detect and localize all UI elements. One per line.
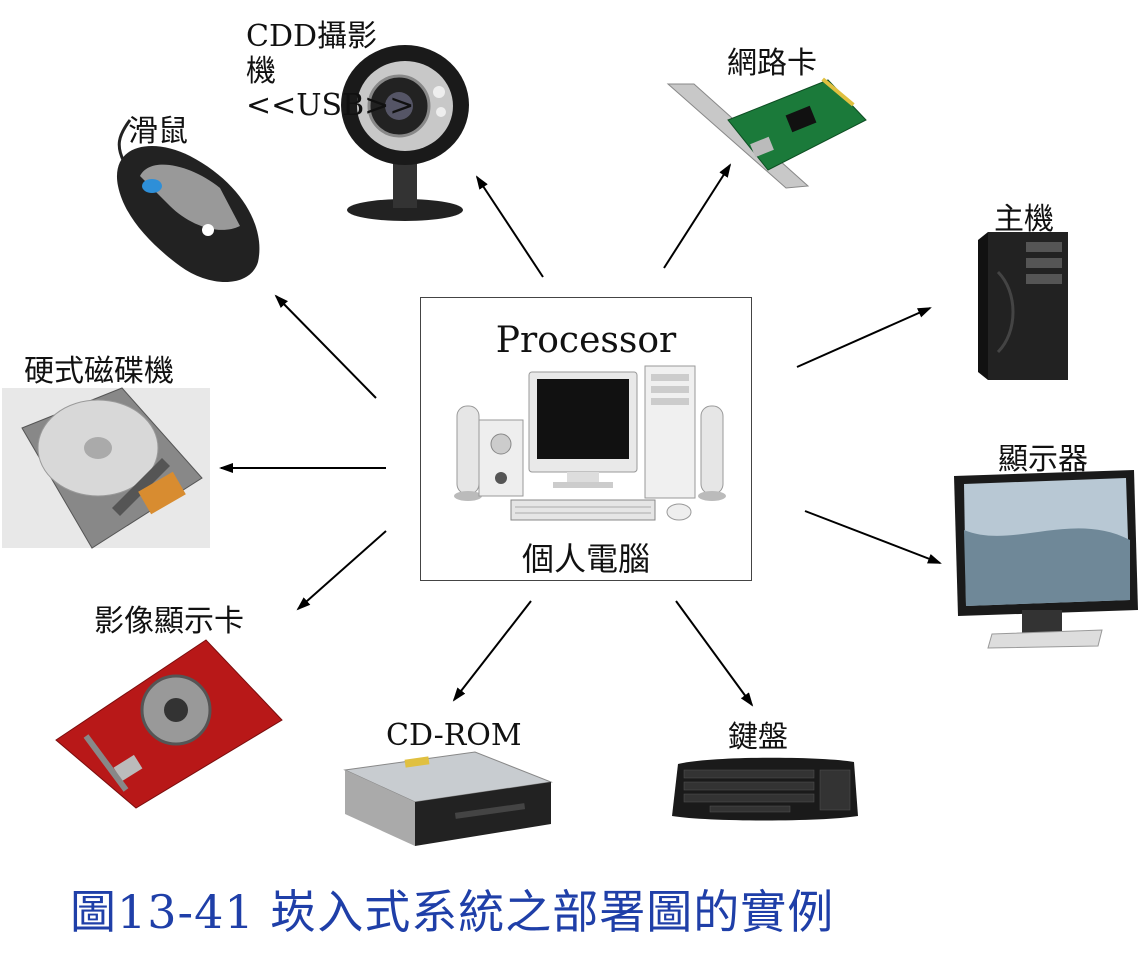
- hard-disk-label: 硬式磁碟機: [24, 354, 174, 389]
- video-card-icon: [55, 639, 283, 809]
- camera-label: CDD攝影 機 <<USB>>: [246, 19, 415, 123]
- processor-label: Processor: [495, 320, 677, 361]
- arrow-to-network-card: [663, 163, 732, 269]
- host-label: 主機: [994, 202, 1054, 237]
- hard-disk-icon: [2, 387, 210, 549]
- personal-computer-label: 個人電腦: [521, 540, 650, 578]
- cdrom-label: CD-ROM: [386, 718, 522, 753]
- network-card-icon: [666, 77, 867, 189]
- keyboard-label: 鍵盤: [728, 720, 788, 755]
- camera-icon: [341, 45, 469, 221]
- cdrom-drive-icon: [343, 751, 553, 846]
- network-card-label: 網路卡: [727, 46, 817, 81]
- arrow-to-monitor: [804, 510, 942, 564]
- arrow-to-camera: [475, 175, 544, 278]
- arrow-to-video-card: [296, 530, 387, 611]
- arrow-to-cdrom: [452, 600, 532, 702]
- arrow-to-keyboard: [675, 600, 754, 707]
- desktop-pc-icon: [454, 365, 726, 521]
- keyboard-icon: [672, 757, 858, 821]
- tower-pc-icon: [978, 232, 1068, 380]
- mouse-icon: [116, 119, 260, 283]
- mouse-label: 滑鼠: [128, 114, 188, 149]
- monitor-icon: [954, 470, 1138, 649]
- personal-computer-node: Processor 個人電腦: [420, 297, 752, 581]
- video-card-label: 影像顯示卡: [94, 604, 244, 639]
- figure-caption: 圖13-41 崁入式系統之部署圖的實例: [70, 885, 835, 939]
- arrow-to-mouse: [274, 294, 377, 399]
- arrow-to-host: [796, 307, 932, 368]
- monitor-label: 顯示器: [998, 442, 1088, 477]
